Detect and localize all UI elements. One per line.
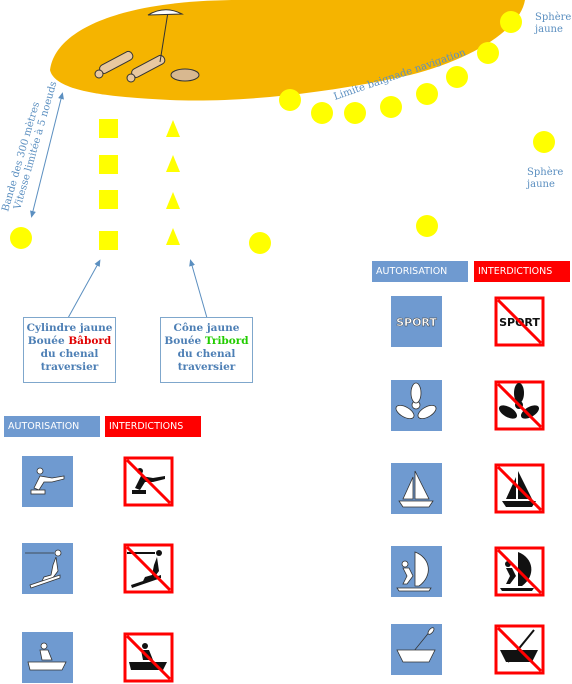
water-ski-forbidden-icon [123, 543, 174, 594]
propeller-forbidden [494, 380, 545, 431]
propeller-icon [391, 380, 442, 431]
left-authorization-header: AUTORISATION [4, 416, 100, 437]
sport-forbidden: SPORT [494, 296, 545, 347]
sailboat-icon [391, 463, 442, 514]
sailboat-allowed [391, 463, 442, 514]
cylinder-babord: Bâbord [68, 335, 112, 347]
windsurf-allowed [391, 546, 442, 597]
diving-forbidden-icon [123, 456, 174, 507]
rowboat-allowed [391, 624, 442, 675]
rowboat-icon [391, 624, 442, 675]
cone-buoy-line: Bouée Tribord [161, 335, 252, 348]
windsurf-forbidden [494, 546, 545, 597]
cone-tribord: Tribord [204, 335, 249, 347]
cylinder-arrow [67, 259, 101, 319]
cone-title: Cône jaune [173, 322, 240, 334]
jetski-allowed [22, 632, 73, 683]
waterski-forbidden [123, 543, 174, 594]
waterski-allowed [22, 543, 73, 594]
beach-shore [50, 0, 525, 101]
cone-rest: du chenal traversier [177, 348, 236, 373]
cylinder-buoys [99, 119, 118, 250]
diving-icon [22, 456, 73, 507]
cylinder-rest: du chenal traversier [40, 348, 99, 373]
left-prohibitions-header: INTERDICTIONS [105, 416, 201, 437]
jet-ski-icon [22, 632, 73, 683]
jetski-forbidden [123, 632, 174, 683]
jet-ski-forbidden-icon [123, 632, 174, 683]
sphere-label-top: Sphère jaune [535, 12, 572, 35]
windsurf-forbidden-icon [494, 546, 545, 597]
sport-allowed: SPORT [391, 296, 442, 347]
right-prohibitions-header: INTERDICTIONS [474, 261, 570, 282]
band-arrow [30, 92, 64, 218]
windsurf-icon [391, 546, 442, 597]
right-authorization-header: AUTORISATION [372, 261, 468, 282]
cylinder-prefix: Bouée [27, 335, 69, 347]
sphere-mid [416, 215, 438, 237]
cone-buoys [166, 120, 180, 245]
sport-text-allowed: SPORT [396, 316, 437, 329]
sport-icon: SPORT [391, 296, 442, 347]
diving-forbidden [123, 456, 174, 507]
diving-allowed [22, 456, 73, 507]
cone-arrow [189, 259, 208, 319]
propeller-forbidden-icon [494, 380, 545, 431]
sailboat-forbidden [494, 463, 545, 514]
water-ski-icon [22, 543, 73, 594]
rowboat-forbidden-icon [494, 624, 545, 675]
cylinder-callout: Cylindre jaune Bouée Bâbord du chenal tr… [23, 317, 116, 383]
propeller-allowed [391, 380, 442, 431]
sphere-center [249, 232, 271, 254]
cylinder-buoy-line: Bouée Bâbord [24, 335, 115, 348]
limit-buoys [279, 11, 522, 124]
cone-prefix: Bouée [164, 335, 205, 347]
sphere-right [533, 131, 555, 153]
sunbathers-icon [94, 9, 200, 83]
rowboat-forbidden [494, 624, 545, 675]
cone-callout: Cône jaune Bouée Tribord du chenal trave… [160, 317, 253, 383]
sphere-label-right: Sphère jaune [527, 167, 564, 190]
sport-forbidden-icon: SPORT [494, 296, 545, 347]
sphere-left [10, 227, 32, 249]
sailboat-forbidden-icon [494, 463, 545, 514]
cylinder-title: Cylindre jaune [26, 322, 113, 334]
